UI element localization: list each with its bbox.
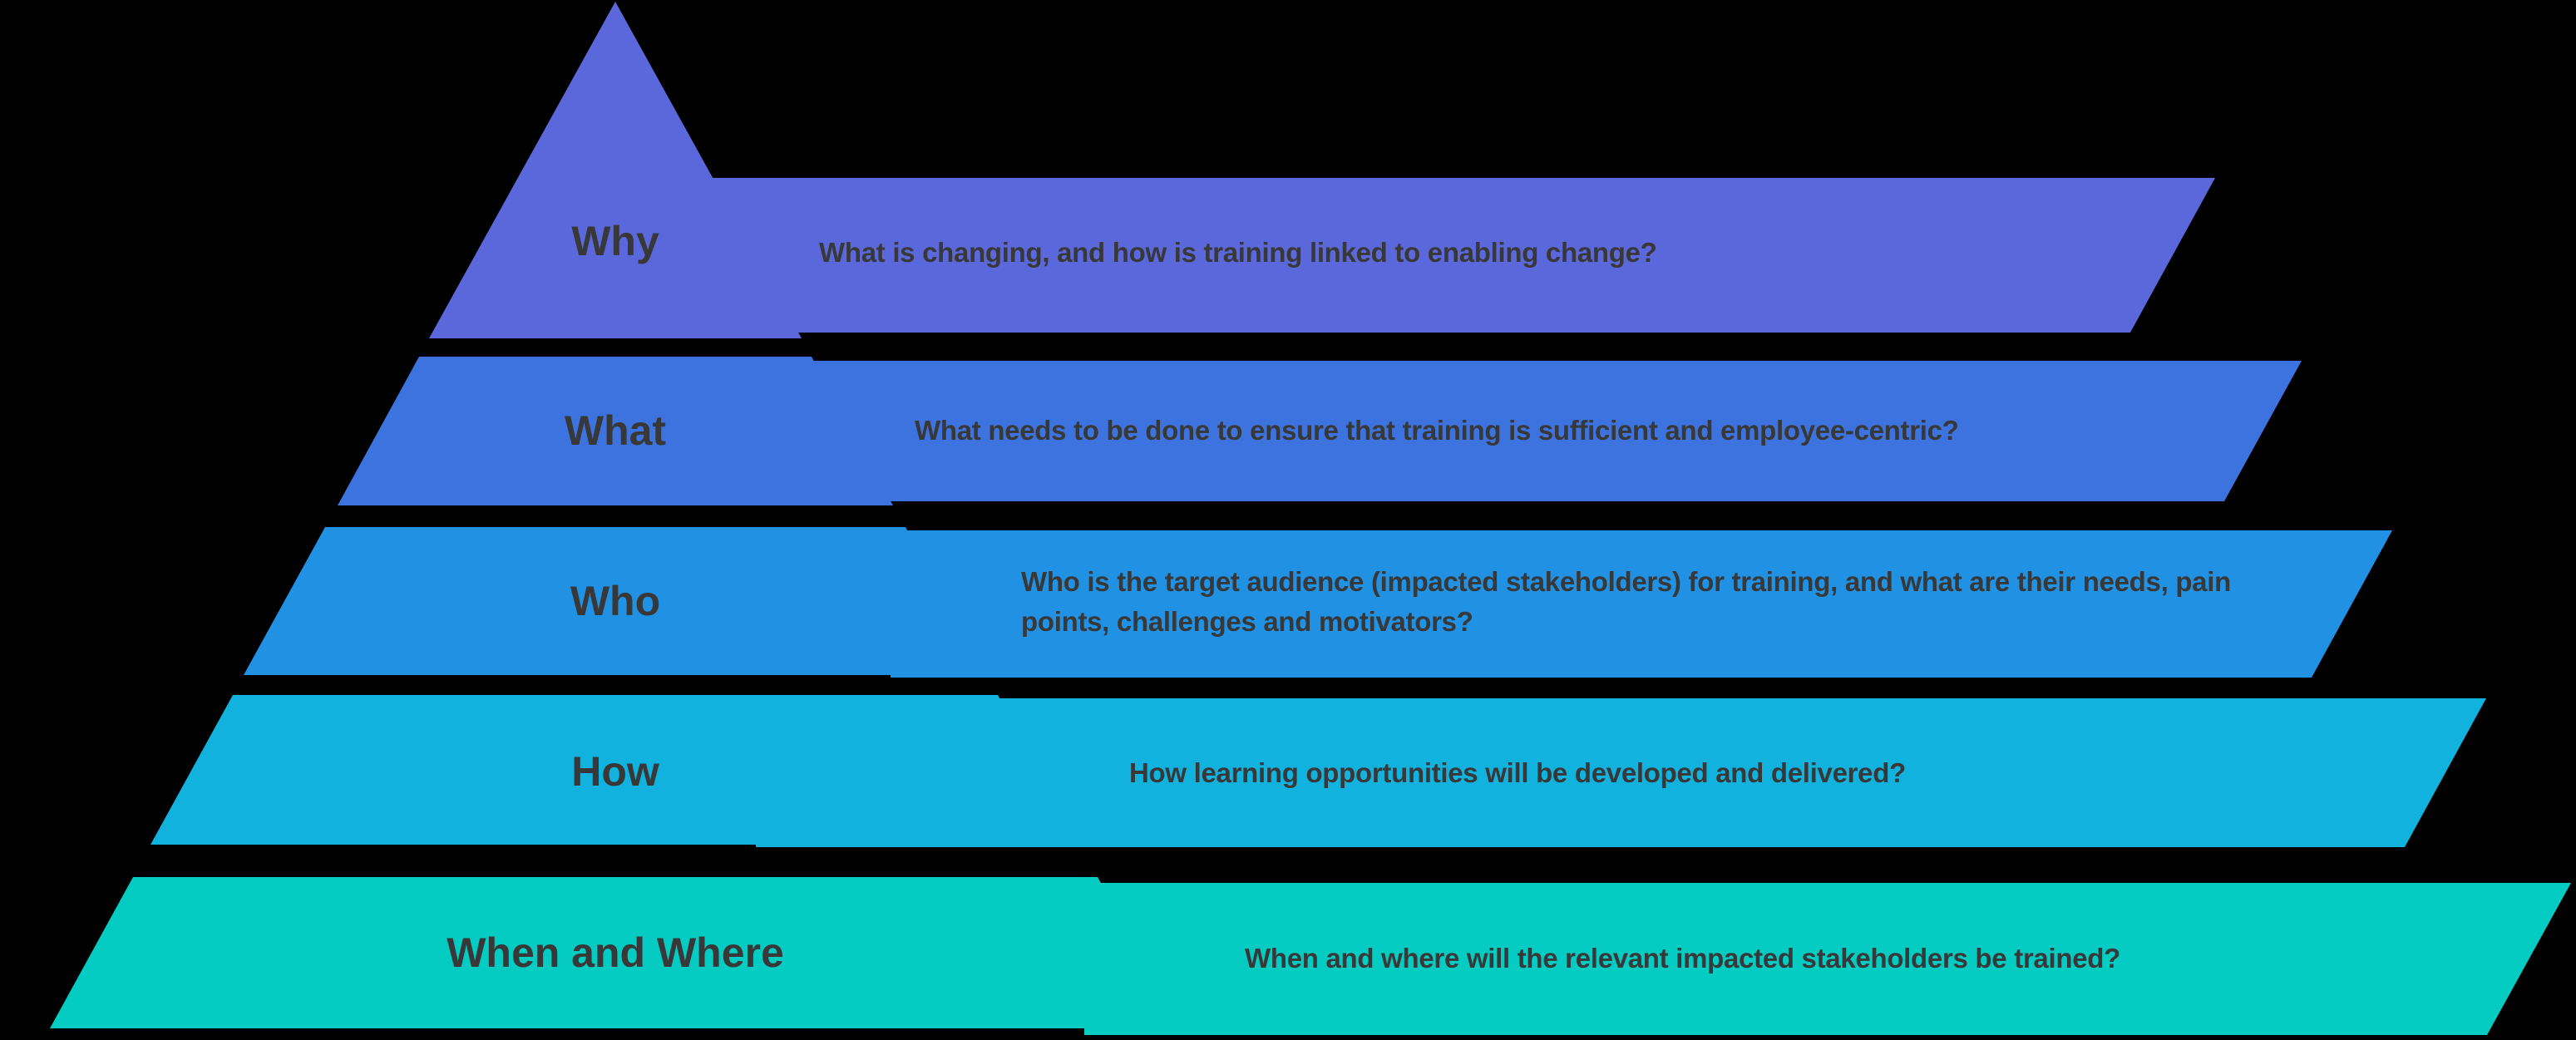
level-label-how: How	[571, 748, 659, 795]
level-who-trapezoid	[244, 527, 987, 675]
level-who-band	[891, 530, 2392, 678]
level-when-where-trapezoid	[50, 877, 1181, 1028]
level-label-what: What	[564, 407, 667, 454]
level-what-trapezoid	[338, 357, 893, 505]
level-question-when-where: When and where will the relevant impacte…	[1245, 943, 2120, 973]
level-what-band	[797, 361, 2302, 501]
level-label-why: Why	[571, 218, 659, 264]
level-question-what: What needs to be done to ensure that tra…	[915, 415, 1959, 446]
level-how-trapezoid	[151, 695, 1080, 845]
level-why-band	[697, 178, 2215, 333]
level-question-how: How learning opportunities will be devel…	[1129, 757, 1906, 788]
level-label-who: Who	[570, 578, 661, 624]
level-question-who: Who is the target audience (impacted sta…	[1021, 566, 2231, 637]
level-label-when-where: When and Where	[447, 929, 784, 976]
level-when-where-band	[1084, 883, 2571, 1035]
level-question-why: What is changing, and how is training li…	[819, 237, 1657, 268]
level-why-triangle	[429, 2, 802, 338]
level-how-band	[756, 698, 2486, 847]
